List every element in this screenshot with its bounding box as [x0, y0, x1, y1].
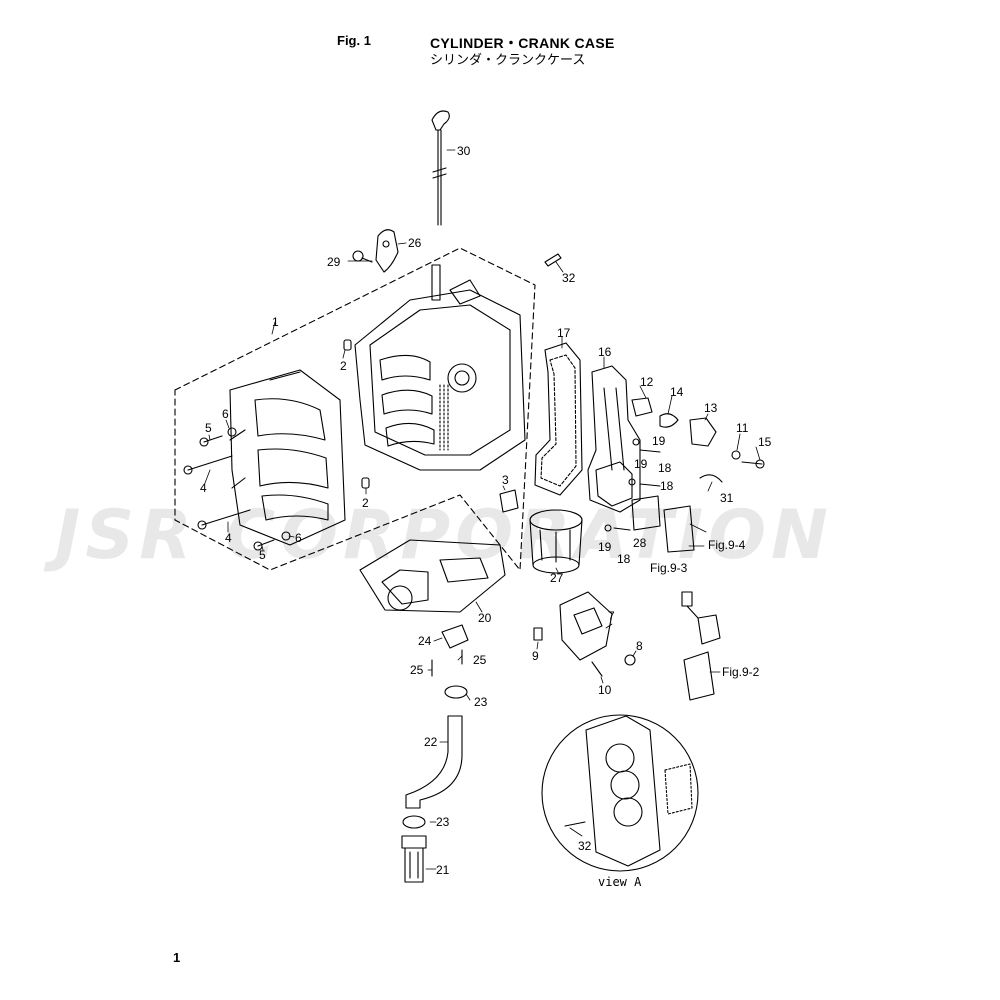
fig-ref-9-3: Fig.9-3: [650, 561, 688, 575]
callout-4-lower: 4: [225, 531, 232, 545]
view-a-label: view A: [598, 875, 642, 889]
callout-6-upper: 6: [222, 407, 229, 421]
callout-22: 22: [424, 735, 438, 749]
washer-6a: [227, 427, 237, 437]
callout-28: 30: [457, 144, 471, 158]
bracket: [375, 229, 399, 273]
plug-9: [533, 627, 543, 641]
bolt-5a: [199, 435, 223, 447]
bolt-8: [624, 654, 636, 666]
joint-24: [441, 624, 469, 649]
callout-5-upper: 5: [205, 421, 212, 435]
callout-19-a: 19: [652, 434, 666, 448]
callout-5-lower: 5: [259, 548, 266, 562]
clamp-23-lower: [402, 815, 426, 829]
callout-18-c: 18: [617, 552, 631, 566]
figure-title-english: CYLINDER・CRANK CASE: [430, 35, 615, 51]
callout-31: 28: [633, 536, 647, 550]
callout-4-upper: 4: [200, 481, 207, 495]
bracket-hole: [382, 240, 390, 248]
callout-12: 12: [640, 375, 654, 389]
callout-2-upper: 2: [340, 359, 347, 373]
callout-25-left: 25: [410, 663, 424, 677]
callout-1: 1: [272, 315, 279, 329]
callout-7: 7: [608, 609, 615, 623]
dowel-pin: [544, 253, 562, 267]
gasket-31: [631, 495, 661, 531]
crankcase-half: [229, 369, 346, 546]
callout-10: 10: [598, 683, 612, 697]
fig-ref-9-2: Fig.9-2: [722, 665, 760, 679]
fig-ref-9-4: Fig.9-4: [708, 538, 746, 552]
callout-19-c: 19: [598, 540, 612, 554]
figure-number: Fig. 1: [337, 33, 371, 48]
thermostat-12: [631, 397, 653, 417]
callout-26: 26: [408, 236, 422, 250]
callout-11: 11: [736, 421, 749, 435]
thermostat-cover-13: [689, 417, 717, 447]
callout-19-b: 19: [634, 457, 648, 471]
callout-8: 8: [636, 639, 643, 653]
hose-clip-29: [699, 474, 723, 483]
dipstick: [431, 110, 450, 226]
oil-filter-30: [529, 509, 583, 574]
dowel-upper: [343, 339, 352, 351]
dowel-lower: [361, 477, 370, 489]
washer-11: [731, 450, 741, 460]
sleeve-3: [499, 489, 519, 513]
bolts-18: [613, 449, 661, 531]
callout-17: 17: [557, 326, 571, 340]
callout-labels: 30 26 29 32 1 2 2 3 4 4 5 5 6 6 7 8 9 10…: [200, 144, 772, 889]
callout-21: 21: [436, 863, 450, 877]
assembly-boundary: [174, 247, 536, 571]
plate-fig-9-3: [663, 505, 695, 553]
page-number: 1: [173, 950, 181, 965]
callout-6-lower: 6: [295, 531, 302, 545]
callout-27: 29: [327, 255, 341, 269]
callout-32-view-a: 32: [578, 839, 592, 853]
bolt-long-4b: [197, 509, 251, 530]
view-a-circle: [541, 714, 699, 872]
washers-19: [604, 438, 640, 532]
callout-29: 31: [720, 491, 734, 505]
fuel-filter-21: [401, 835, 427, 883]
callout-15: 15: [758, 435, 772, 449]
callout-3: 3: [502, 473, 509, 487]
callout-9: 9: [532, 649, 539, 663]
callout-18-b: 18: [660, 479, 674, 493]
callout-13: 13: [704, 401, 718, 415]
hose-22: [405, 715, 463, 809]
callout-2-lower: 2: [362, 496, 369, 510]
gasket-14: [659, 413, 679, 428]
housing-7: [559, 591, 613, 661]
figure-title-japanese: シリンダ・クランクケース: [430, 53, 586, 68]
callout-14: 14: [670, 385, 684, 399]
callout-25-right: 25: [473, 653, 487, 667]
clamp-23-upper: [444, 685, 468, 699]
callout-16: 16: [598, 345, 612, 359]
cover-gasket: [534, 342, 583, 496]
bolt-10: [591, 661, 603, 677]
callout-32: 32: [562, 271, 576, 285]
bolt-long-4a: [183, 455, 233, 475]
callout-18-a: 18: [658, 461, 672, 475]
leader-lines: [204, 149, 761, 870]
callout-20: 20: [478, 611, 492, 625]
callout-24: 24: [418, 634, 432, 648]
cylinder-block: [354, 264, 526, 471]
callout-23-upper: 23: [474, 695, 488, 709]
exhaust-cover: [587, 365, 641, 513]
bolt-27: [352, 250, 373, 263]
bolt-15: [741, 459, 765, 469]
callout-30: 27: [550, 571, 564, 585]
sensor-fig-9-2: [681, 591, 721, 701]
gasket-20: [359, 539, 506, 613]
callout-23-lower: 23: [436, 815, 450, 829]
